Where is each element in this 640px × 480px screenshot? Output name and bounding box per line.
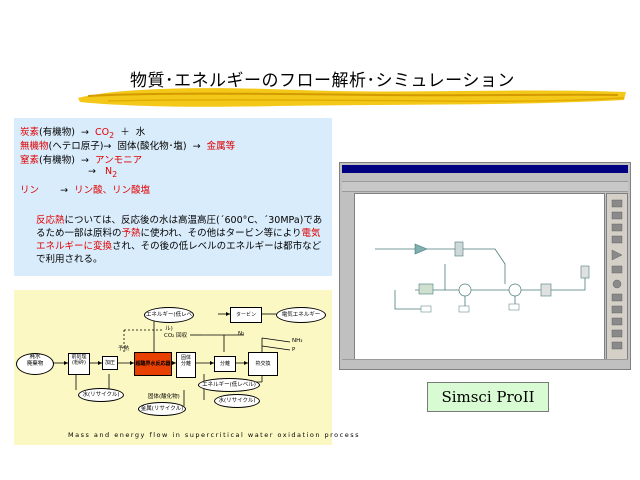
- reaction-inorganic: 無機物(ヘテロ原子)→ 固体(酸化物･塩) → 金属等: [20, 141, 236, 152]
- separator-unit-1: 固体 分離: [176, 352, 196, 378]
- sim-toolbar: [342, 182, 628, 192]
- heat-exchanger-unit: 熱交換: [248, 352, 278, 376]
- feed-node: 廃水 廃棄物: [16, 353, 54, 375]
- sim-unit-palette: [606, 193, 628, 361]
- sim-left-tools: [342, 193, 352, 313]
- reaction-summary-panel: 炭素(有機物) → CO2 ＋ 水 無機物(ヘテロ原子)→ 固体(酸化物･塩) …: [14, 118, 332, 276]
- p-label: P: [292, 347, 296, 353]
- metal-recycle-node: 金属(リサイクル): [138, 402, 186, 416]
- n2-label: N₂: [238, 331, 245, 337]
- simulator-screenshot: [339, 162, 631, 370]
- pump-unit: 加圧: [102, 356, 118, 370]
- separator-unit-2: 分離: [214, 356, 236, 372]
- sim-palette-icons: [611, 199, 623, 350]
- sim-statusbar: [342, 359, 628, 367]
- energy-low-node: エネルギー(低レベル): [198, 378, 260, 392]
- sim-flowsheet-canvas: [354, 193, 605, 361]
- water-recycle-node: 水(リサイクル): [78, 388, 124, 402]
- title-underline-brush: [78, 88, 626, 107]
- sim-flowsheet: [375, 241, 590, 313]
- reaction-carbon: 炭素(有機物) → CO2 ＋ 水: [20, 127, 146, 140]
- preheat-label: 予熱: [118, 346, 130, 352]
- reaction-phosphorus: リン → リン酸、リン酸塩: [20, 185, 151, 196]
- power-node: 電気エネルギー: [276, 307, 326, 323]
- spacer: [258, 362, 259, 363]
- solids-label: 固体(酸化物): [148, 394, 180, 400]
- energy-left-node: エネルギー(低レベル): [144, 307, 194, 332]
- heat-note: 反応熱については、反応後の水は高温高圧(´600°C、´30MPa)であるため一…: [36, 215, 323, 265]
- pretreat-unit: 前処理 (粉砕): [68, 353, 90, 375]
- simulator-label: Simsci ProII: [427, 382, 549, 412]
- reaction-n2: → N2: [88, 166, 118, 179]
- reaction-nitrogen: 窒素(有機物) → アンモニア: [20, 155, 143, 166]
- sim-menubar: [342, 174, 628, 182]
- page-title: 物質･エネルギーのフロー解析･シミュレーション: [130, 71, 515, 91]
- water-recycle-node-2: 水(リサイクル): [214, 394, 260, 408]
- process-flow-diagram: 廃水 廃棄物 前処理 (粉砕) 加圧 超臨界水反応器 固体 分離 分離 熱交換 …: [14, 290, 332, 445]
- turbine-unit: タービン: [230, 307, 262, 323]
- sim-titlebar: [342, 165, 628, 173]
- flow-caption: Mass and energy flow in supercritical wa…: [68, 431, 361, 439]
- co2-label: CO₂ 回収: [164, 333, 188, 339]
- reactor-unit: 超臨界水反応器: [134, 352, 172, 376]
- nh3-label: NH₃: [292, 338, 303, 344]
